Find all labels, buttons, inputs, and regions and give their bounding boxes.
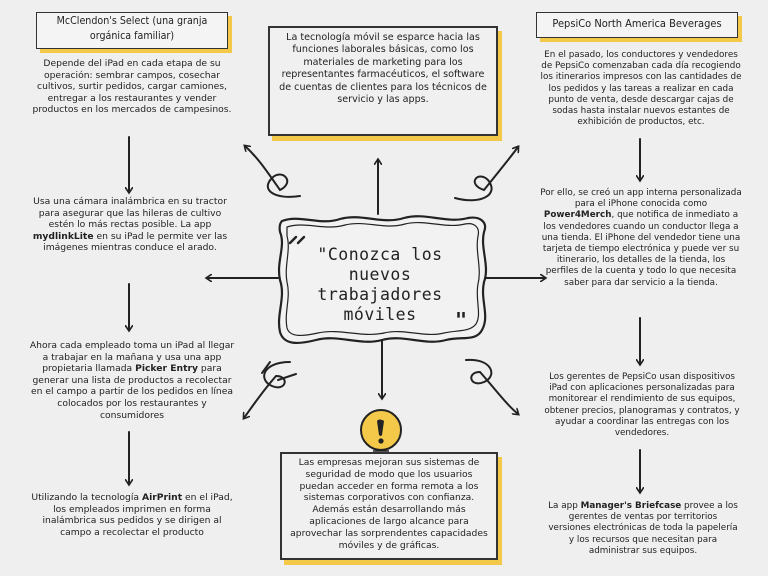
app-name-mydlinklite: mydlinkLite [32, 230, 94, 242]
app-name-power4merch: Power4Merch [543, 210, 612, 221]
decor-stroke [261, 361, 271, 374]
left-paragraph-1: Depende del iPad en cada etapa de su ope… [32, 58, 232, 116]
center-frame-inner [285, 221, 480, 336]
quote-mark-open [288, 235, 306, 245]
quote-mark-close: " [455, 308, 468, 332]
exclamation-bulb-icon [360, 409, 402, 456]
center-title: "Conozca los nuevos trabajadores móviles [285, 245, 475, 325]
left-paragraph-3: Ahora cada empleado toma un iPad al lleg… [29, 340, 235, 421]
arrow-curl-top-right [454, 147, 518, 202]
top-box-text: La tecnología móvil se esparce hacia las… [279, 32, 487, 106]
app-name-picker-entry: Picker Entry [135, 363, 198, 375]
center-title-line-2: trabajadores [317, 285, 443, 304]
arrow-curl-bottom-right [465, 358, 518, 414]
right-paragraph-4: La app Manager's Briefcase provee a los … [548, 501, 738, 556]
bottom-box-text: Las empresas mejoran sus sistemas de seg… [290, 457, 488, 551]
center-title-line-3: móviles [343, 305, 417, 324]
center-frame [277, 215, 488, 345]
tech-name-airprint: AirPrint [141, 492, 183, 503]
left-paragraph-4: Utilizando la tecnología AirPrint en el … [31, 492, 233, 538]
app-name-managers-briefcase: Manager's Briefcase [580, 501, 682, 511]
arrow-curl-bottom-left [244, 361, 291, 418]
top-box: La tecnología móvil se esparce hacia las… [268, 26, 498, 136]
arrow-curl-top-left [245, 146, 301, 198]
right-paragraph-1: En el pasado, los conductores y vendedor… [540, 50, 742, 128]
left-title: McClendon's Select (una granja orgánica … [56, 15, 208, 42]
right-paragraph-2: Por ello, se creó un app interna persona… [540, 188, 742, 288]
left-paragraph-2: Usa una cámara inalámbrica en su tractor… [32, 196, 228, 254]
right-paragraph-3: Los gerentes de PepsiCo usan dispositivo… [544, 372, 740, 439]
center-title-line-1: "Conozca los nuevos [317, 245, 443, 284]
decor-stroke [277, 373, 297, 381]
bottom-box: Las empresas mejoran sus sistemas de seg… [280, 452, 498, 560]
right-title: PepsiCo North America Beverages [552, 17, 722, 30]
left-title-box: McClendon's Select (una granja orgánica … [36, 12, 228, 49]
right-title-box: PepsiCo North America Beverages [536, 12, 738, 38]
